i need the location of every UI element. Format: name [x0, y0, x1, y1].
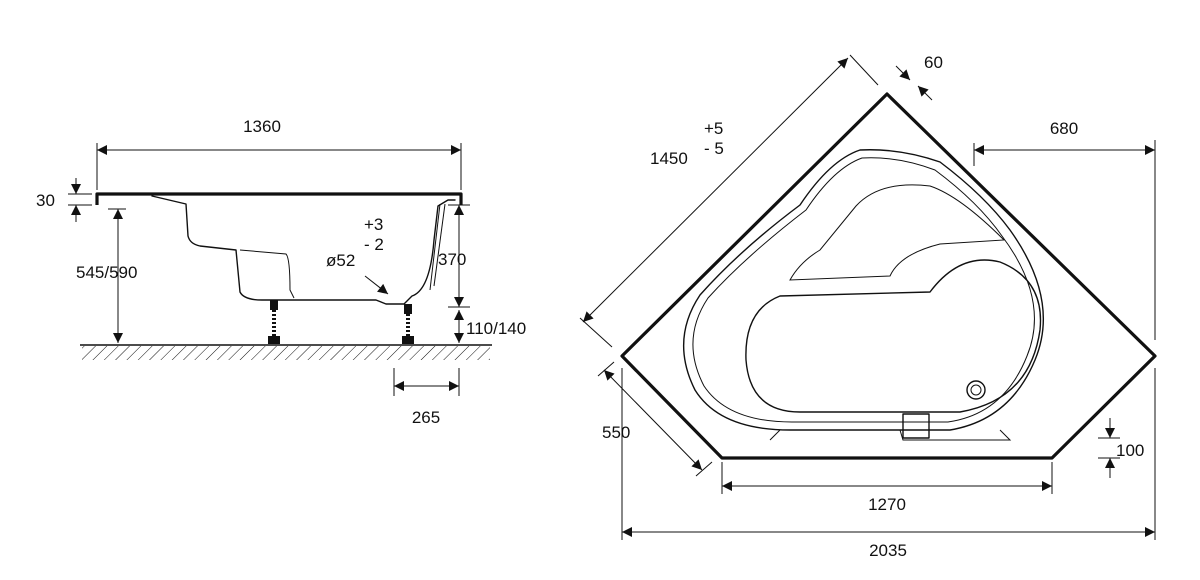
outlet-leader [364, 275, 389, 295]
basin [745, 259, 1042, 413]
outlet-tolerance-minus: - 2 [364, 235, 384, 254]
rim-contour-2 [692, 157, 1035, 423]
tub-wall-inner-2 [433, 203, 446, 287]
dim-height-label: 545/590 [76, 263, 137, 282]
tub-body [151, 195, 456, 305]
dim-depth-label: 370 [438, 250, 466, 269]
dim-diagonal-line [582, 57, 849, 323]
dim-diagonal-tol-plus: +5 [704, 119, 723, 138]
tub-rim [95, 192, 463, 205]
backrest [789, 184, 1006, 281]
outlet-diameter-label: ø52 [326, 251, 355, 270]
outlet-tolerance-plus: +3 [364, 215, 383, 234]
dim-leg-offset-label: 265 [412, 408, 440, 427]
leg-right [402, 304, 414, 344]
side-view: 1360 30 545/590 +3 - 2 ø52 370 110/140 2… [36, 117, 526, 427]
front-lip [769, 429, 1012, 441]
dim-rim-label: 30 [36, 191, 55, 210]
leg-left [268, 300, 280, 344]
dim-diagonal-tol-minus: - 5 [704, 139, 724, 158]
dim-front-depth-label: 100 [1116, 441, 1144, 460]
tub-inner [239, 249, 295, 299]
dim-short-side-label: 550 [602, 423, 630, 442]
drain-icon [966, 380, 986, 400]
overflow-box [902, 413, 930, 439]
rim-contour [682, 149, 1044, 431]
plan-view: 1450 +5 - 5 60 680 550 1270 100 2035 [579, 53, 1157, 560]
dim-rim-width-arrow-1 [895, 65, 911, 81]
dim-diagonal-label: 1450 [650, 149, 688, 168]
dim-short-side-line [603, 369, 703, 471]
dim-length-label: 1360 [243, 117, 281, 136]
tub-wall-inner [429, 203, 441, 291]
dim-rim-width-label: 60 [924, 53, 943, 72]
dim-leg-label: 110/140 [466, 319, 526, 338]
dim-side-offset-label: 680 [1050, 119, 1078, 138]
dim-overall-width-label: 2035 [869, 541, 907, 560]
dim-front-edge-label: 1270 [868, 495, 906, 514]
floor-hatch [82, 346, 490, 360]
dim-rim-width-arrow-2 [917, 85, 933, 101]
